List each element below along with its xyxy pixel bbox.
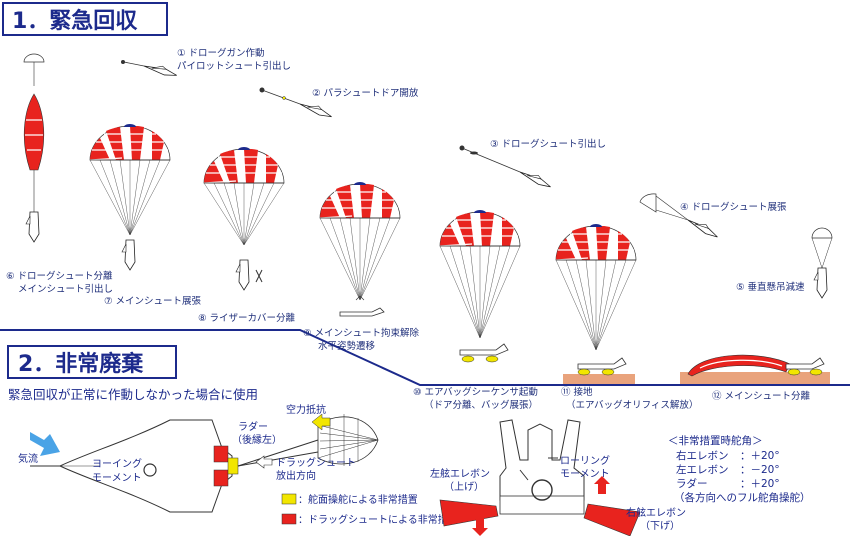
step-5-label: ⑤ 垂直懸吊減速: [736, 281, 805, 293]
yawing-label: ヨーイング: [92, 457, 142, 470]
step-5-vehicle: [811, 227, 833, 299]
release-arrow: [255, 455, 273, 469]
settings-title: ＜非常措置時舵角＞: [668, 434, 763, 447]
ground-12: [680, 372, 830, 384]
rolling-moment-label: モーメント: [560, 469, 610, 480]
legend-yellow-swatch: [281, 493, 297, 505]
step-8-label: ⑧ ライザーカバー分離: [198, 312, 296, 324]
air-drag-label: 空力抵抗: [286, 403, 326, 416]
section1-title: 1．緊急回収: [12, 8, 138, 34]
left-elevon-arrow: [472, 518, 488, 536]
step-11-vehicle: [555, 223, 637, 384]
settings-row-value: ：＋20°: [740, 450, 780, 462]
drag-release-label: ドラッグシュート: [276, 456, 356, 469]
step-1-label2: パイロットシュート引出し: [177, 60, 291, 72]
section2-subtitle: 緊急回収が正常に作動しなかった場合に使用: [8, 387, 258, 402]
ground-11: [563, 374, 635, 384]
air-drag-arrow: [311, 413, 331, 431]
rolling-label: ローリング: [560, 454, 610, 467]
section2-title-box: [7, 345, 177, 379]
step-3-vehicle: [459, 145, 554, 191]
step-9-label2: 水平姿勢遷移: [318, 340, 376, 352]
right-elevon-sub: （下げ）: [640, 520, 680, 532]
step-12-label: ⑫ メインシュート分離: [712, 390, 811, 402]
rudder-label: ラダー: [238, 420, 268, 433]
section2-title: 2．非常廃棄: [18, 351, 144, 377]
step-9-label: ⑨ メインシュート拘束解除: [303, 327, 420, 339]
section1-title-box: [2, 2, 168, 36]
settings-row-label: 左エレボン: [676, 463, 729, 476]
step-6-vehicle: [23, 53, 45, 243]
airflow-label: 気流: [18, 452, 38, 465]
step-7-label: ⑦ メインシュート展張: [104, 296, 202, 307]
drag-chute: [237, 414, 379, 467]
airflow-arrow: [30, 432, 60, 456]
right-elevon-label: 右舷エレボン: [626, 506, 686, 519]
left-elevon-label: 左舷エレボン: [430, 467, 490, 480]
step-10-vehicle: [439, 209, 521, 363]
step-1-label: ① ドローグガン作動: [177, 47, 265, 59]
settings-panel: [664, 432, 832, 502]
orbiter-top-view: [30, 419, 239, 513]
settings-row-label: ラダー: [676, 477, 708, 490]
step-1-vehicle: [121, 60, 179, 79]
step-11-label: ⑪ 接地: [561, 386, 593, 398]
step-6-label2: メインシュート引出し: [18, 283, 113, 295]
yawing-moment-label: モーメント: [92, 473, 142, 484]
legend-yellow-label: ：舵面操舵による非常措置: [298, 493, 418, 506]
orbiter-rear-view: [439, 419, 641, 536]
step-4-label: ④ ドローグシュート展張: [680, 201, 787, 213]
rudder-sub-label: （後縁左）: [232, 433, 282, 446]
legend-red-label: ：ドラッグシュートによる非常措置: [298, 513, 458, 526]
yaw-moment-icon: [143, 463, 157, 477]
step-10-label2: （ドア分離、バッグ展張）: [424, 399, 538, 411]
section-divider: [0, 329, 850, 386]
left-elevon-sub: （上げ）: [444, 481, 484, 493]
legend-red-swatch: [281, 513, 297, 525]
settings-row-value: ：－20°: [740, 464, 780, 476]
settings-row-value: ：＋20°: [740, 478, 780, 490]
settings-note: （各方向へのフル舵角操舵）: [674, 491, 811, 504]
step-4-vehicle: [639, 193, 721, 240]
step-2-label: ② パラシュートドア開放: [312, 87, 419, 99]
step-12-vehicle: [680, 354, 830, 384]
right-elevon-arrow: [594, 476, 610, 494]
step-6-label: ⑥ ドローグシュート分離: [6, 270, 113, 282]
step-3-label: ③ ドローグシュート引出し: [490, 138, 606, 150]
step-2-vehicle: [259, 87, 334, 120]
settings-row-label: 右エレボン: [676, 449, 729, 462]
step-11-label2: （エアバッグオリフィス解放）: [566, 399, 698, 411]
step-10-label: ⑩ エアバッグシーケンサ起動: [413, 386, 538, 398]
step-9-vehicle: [319, 181, 401, 317]
step-7-vehicle: [89, 123, 171, 271]
drag-release-label2: 放出方向: [276, 469, 316, 482]
step-8-vehicle: [203, 146, 285, 291]
